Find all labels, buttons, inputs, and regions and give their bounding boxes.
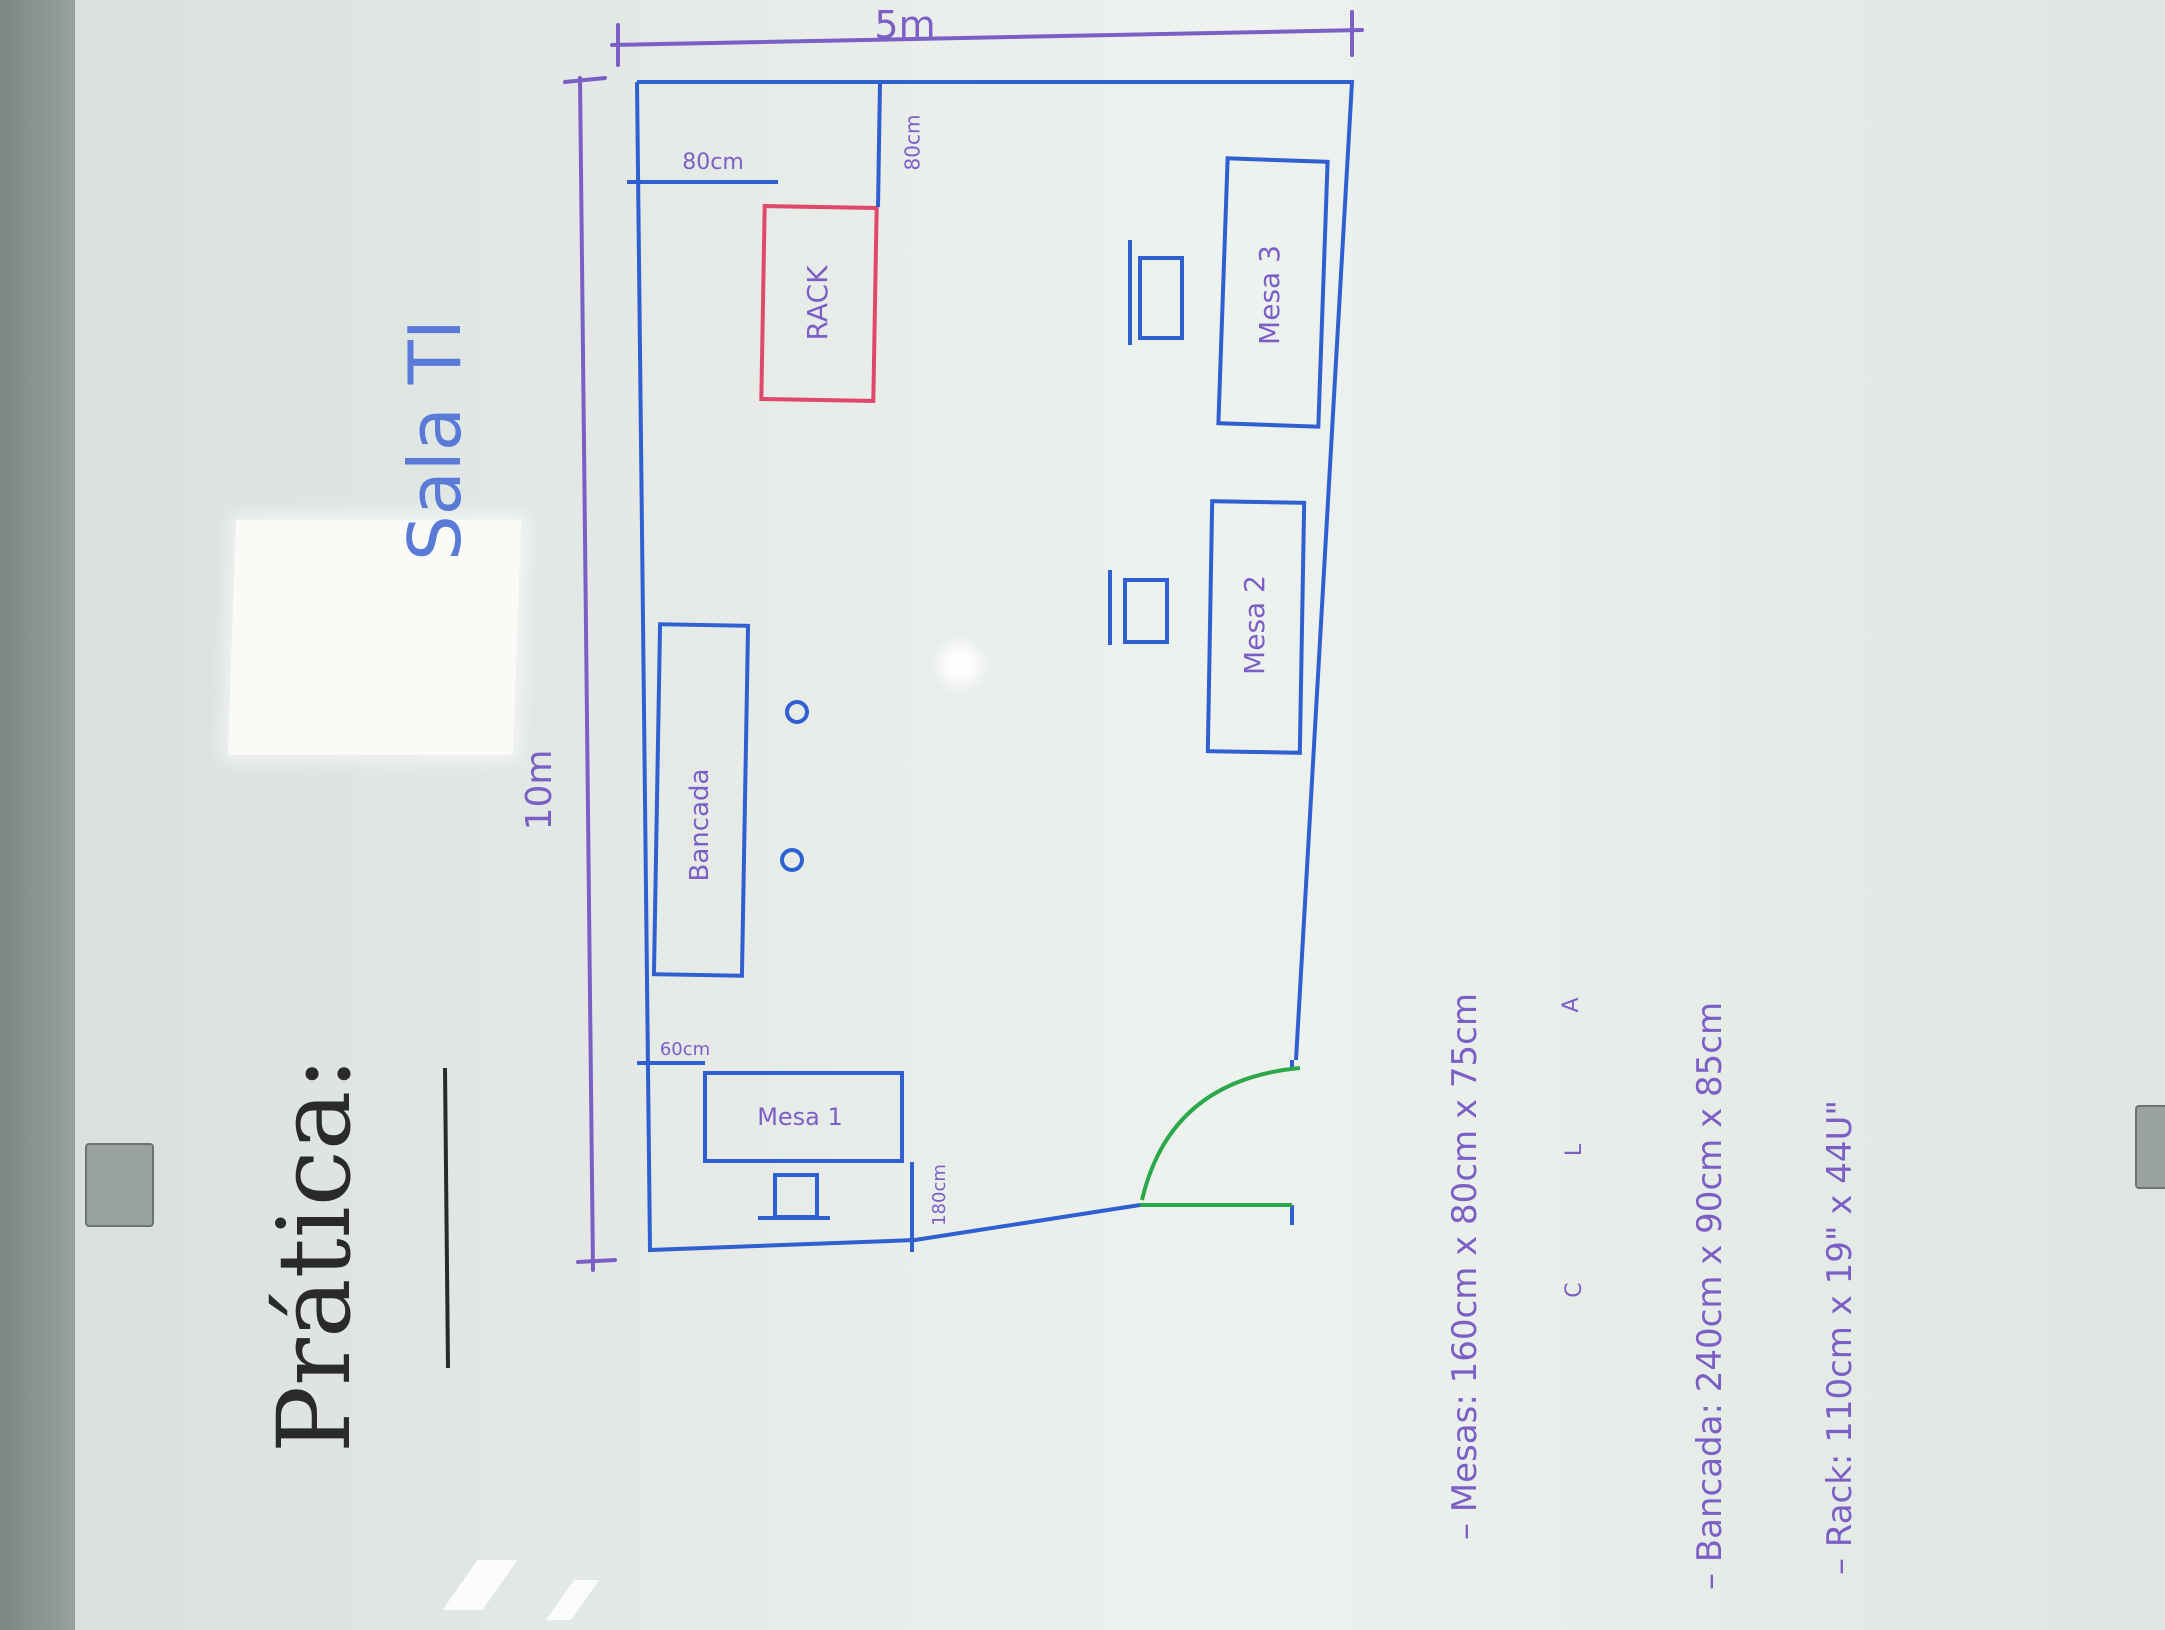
wall: [0, 0, 75, 1630]
length-label: 10m: [519, 749, 560, 831]
spec-dash: –: [1690, 1562, 1730, 1590]
mesa1-label: Mesa 1: [757, 1103, 843, 1131]
door-swing: [1140, 1066, 1301, 1207]
length-tick-bottom: [576, 1258, 617, 1264]
rack-box: [759, 204, 879, 403]
mesa3-label: Mesa 3: [1253, 245, 1286, 345]
bancada-box: [651, 622, 751, 978]
board-clip-right: [2135, 1105, 2165, 1189]
spec-header-a: A: [1559, 997, 1584, 1013]
monitor-mesa1: [773, 1173, 819, 1219]
rack-label: RACK: [801, 265, 834, 341]
spec-label: Rack:: [1820, 1453, 1860, 1548]
mesa2-label: Mesa 2: [1238, 575, 1271, 675]
chair: [780, 848, 804, 872]
mesa3-box: [1216, 156, 1330, 429]
furniture-outlines: [627, 81, 1330, 1252]
title: Prática:: [256, 1056, 373, 1454]
spec-label: Mesas:: [1445, 1394, 1485, 1513]
board-clip-left: [85, 1143, 154, 1227]
spec-mesas: – Mesas: 160cm x 80cm x 75cm: [1435, 940, 1495, 1540]
mesa1-offset-bottom-label: 180cm: [929, 1164, 950, 1226]
monitor-mesa2: [1123, 578, 1169, 644]
room-outline: [635, 80, 1355, 1253]
light-glare: [930, 635, 990, 695]
mesa1-offset-label: 60cm: [659, 1039, 711, 1060]
length-dimension-line: [578, 76, 595, 1272]
spec-dash: –: [1820, 1547, 1860, 1575]
spec-header-l: L: [1562, 1143, 1587, 1157]
dimension-lines: [563, 10, 1364, 1272]
rack-offset-top-label: 80cm: [682, 150, 744, 175]
spec-bancada: – Bancada: 240cm x 90cm x 85cm: [1680, 950, 1740, 1590]
title-underline: [443, 1067, 450, 1369]
whiteboard: [75, 0, 2165, 1630]
spec-rack: – Rack: 110cm x 19" x 44U": [1810, 1015, 1870, 1575]
mesa2-box: [1205, 499, 1307, 755]
rack-offset-side-label: 80cm: [900, 114, 925, 171]
spec-label: Bancada:: [1690, 1403, 1730, 1563]
rack-offset-arrow: [876, 81, 882, 208]
spec-value: 160cm x 80cm x 75cm: [1445, 993, 1485, 1384]
chair: [785, 700, 809, 724]
bancada-label: Bancada: [685, 768, 715, 882]
spec-value: 240cm x 90cm x 85cm: [1690, 1001, 1730, 1393]
room-title: Sala TI: [393, 318, 477, 562]
spec-header-c: C: [1562, 1282, 1587, 1298]
width-dimension-line: [610, 28, 1364, 47]
spec-value: 110cm x 19" x 44U": [1820, 1099, 1860, 1443]
mesa1-box: [703, 1071, 904, 1163]
monitor-mesa3: [1138, 256, 1184, 340]
length-tick-top: [563, 76, 607, 84]
spec-dash: –: [1445, 1512, 1485, 1540]
width-label: 5m: [874, 3, 936, 47]
